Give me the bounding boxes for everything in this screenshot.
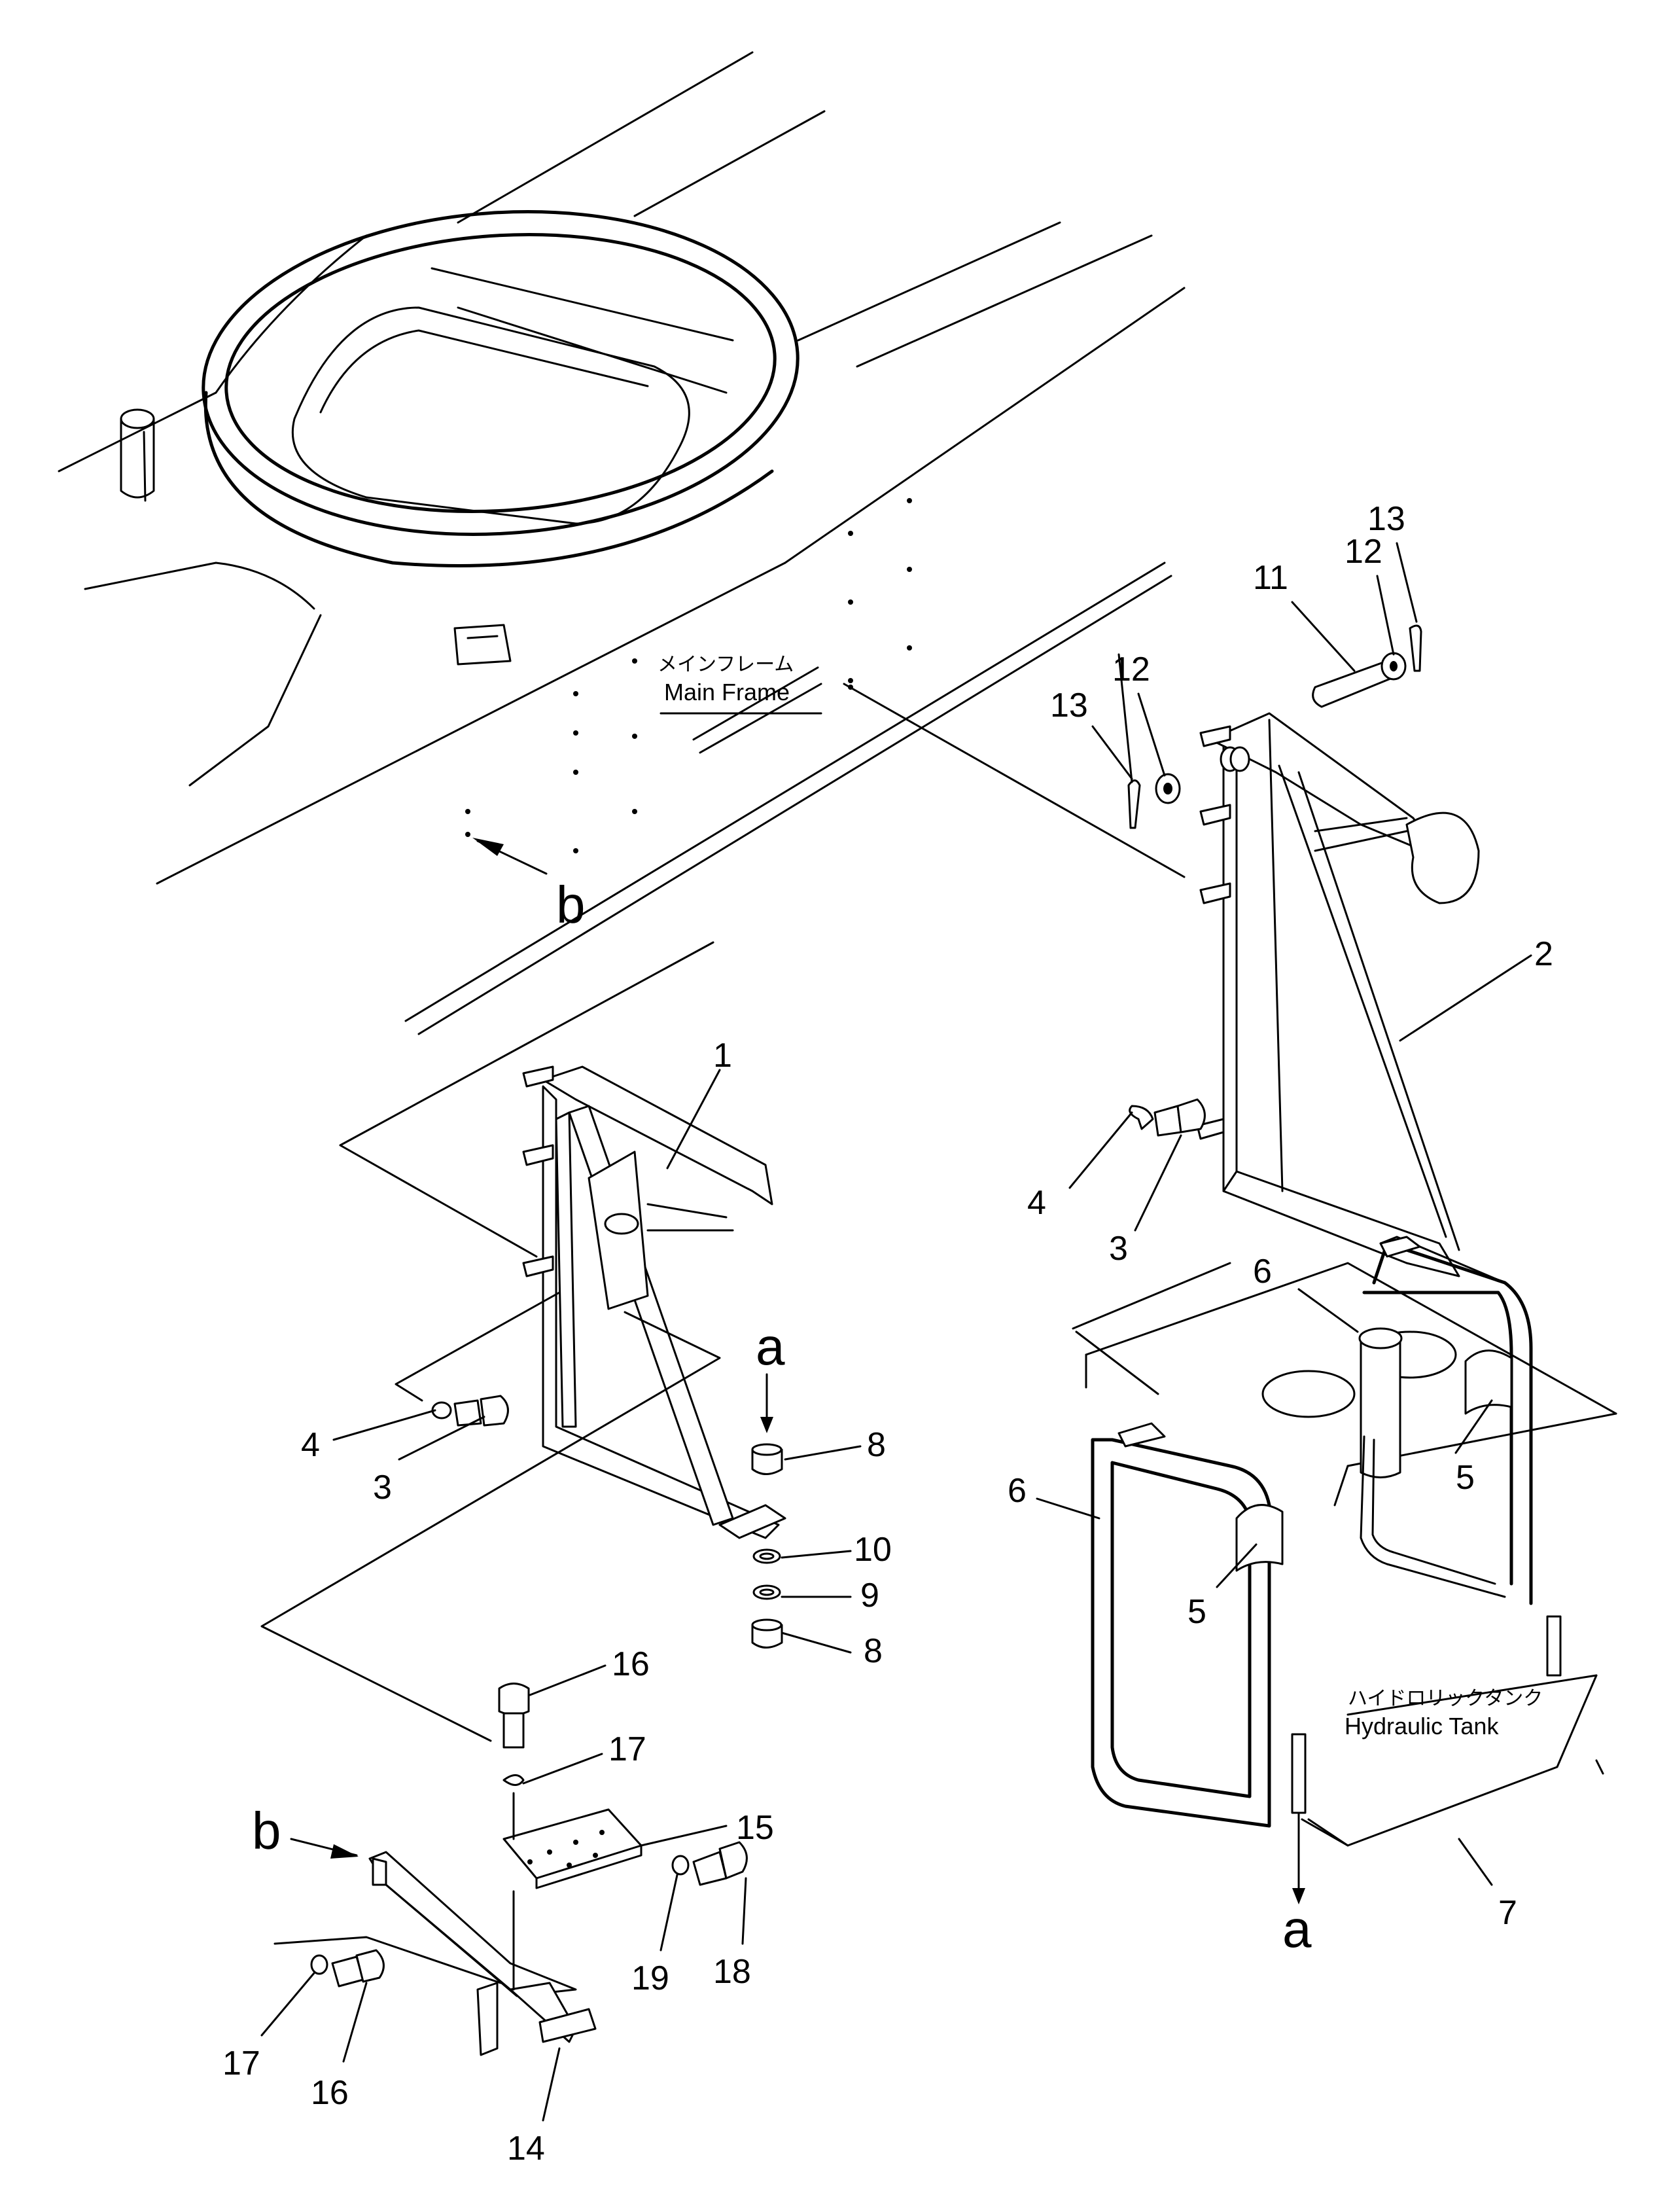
callout-3-left: 3 — [373, 1469, 392, 1507]
main-frame-label: メインフレーム Main Frame — [658, 654, 822, 715]
lower-stay-14 — [368, 1851, 597, 2056]
bolt-18 — [671, 1841, 748, 1886]
callout-13-lower: 13 — [1050, 687, 1088, 724]
callout-14: 14 — [507, 2130, 545, 2167]
callout-16-upper: 16 — [612, 1645, 650, 1683]
callout-6-left: 6 — [1008, 1472, 1027, 1510]
hydraulic-tank-label: ハイドロリックタンク Hydraulic Tank — [1345, 1688, 1543, 1739]
callout-17-upper: 17 — [608, 1730, 646, 1768]
bolt-3-left — [431, 1395, 509, 1427]
callout-numbers: 1 2 3 4 3 4 5 5 6 6 7 8 10 9 8 11 12 12 … — [222, 500, 1553, 2167]
callout-6-top: 6 — [1253, 1253, 1272, 1291]
bolt-3-right — [1129, 1098, 1206, 1137]
view-letters: a a b — [252, 1317, 1312, 1958]
main-frame-label-jp: メインフレーム — [658, 654, 794, 675]
callout-12-upper: 12 — [1345, 533, 1382, 571]
nut-stack — [751, 1373, 783, 1649]
callout-11: 11 — [1253, 559, 1288, 597]
view-b-upper: b — [472, 838, 586, 934]
callout-3-right: 3 — [1109, 1230, 1128, 1268]
view-a-label-upper: a — [756, 1317, 785, 1376]
bracket-1-guide-lines — [260, 941, 1231, 1742]
lower-stay-guide-lines — [273, 1838, 502, 1984]
callout-4-right: 4 — [1027, 1184, 1046, 1222]
plate-15 — [502, 1808, 642, 1889]
callout-16-lower: 16 — [311, 2074, 349, 2112]
washer-19 — [671, 1855, 690, 1876]
view-b-label-upper: b — [556, 876, 586, 934]
bolt-16-lower — [310, 1949, 385, 1988]
cotter-pin-13-lower — [1127, 779, 1141, 829]
washer-17-lower — [310, 1954, 328, 1975]
callout-19: 19 — [631, 1959, 669, 1997]
callout-9: 9 — [860, 1577, 879, 1614]
callout-8-upper: 8 — [867, 1426, 886, 1464]
callout-10: 10 — [854, 1531, 892, 1569]
frame-leader-line — [843, 683, 1186, 878]
callout-15: 15 — [736, 1809, 774, 1847]
leader-lines — [260, 542, 1532, 2122]
view-a-label-lower: a — [1282, 1900, 1312, 1958]
callout-5-front: 5 — [1187, 1593, 1206, 1631]
bolt-16-upper — [498, 1683, 530, 1991]
washer-9 — [752, 1584, 781, 1600]
bracket-14-clip — [538, 2008, 597, 2043]
callout-7: 7 — [1498, 1894, 1517, 1932]
pad-5-front — [1235, 1504, 1284, 1572]
callout-17-lower: 17 — [222, 2044, 260, 2082]
callout-1: 1 — [713, 1037, 732, 1075]
pad-5-rear — [1464, 1349, 1513, 1415]
main-frame-label-en: Main Frame — [664, 679, 790, 705]
callout-4-left: 4 — [301, 1426, 320, 1464]
washer-10 — [752, 1548, 781, 1564]
callout-18: 18 — [713, 1953, 751, 1991]
hydraulic-tank-label-en: Hydraulic Tank — [1345, 1713, 1499, 1739]
callout-2: 2 — [1534, 935, 1553, 973]
washer-17-upper — [502, 1774, 525, 1786]
callout-12-lower: 12 — [1112, 651, 1150, 688]
main-frame-drawing — [58, 51, 1186, 1035]
callout-5-rear: 5 — [1456, 1459, 1475, 1497]
callout-13-upper: 13 — [1367, 500, 1405, 538]
bracket-1 — [522, 1065, 786, 1539]
view-b-label-lower: b — [252, 1802, 281, 1860]
callout-8-lower: 8 — [864, 1632, 883, 1670]
cotter-pin-13-upper — [1409, 624, 1422, 672]
bracket-2 — [1196, 712, 1480, 1277]
hydraulic-tank-label-jp: ハイドロリックタンク — [1348, 1688, 1543, 1709]
hydraulic-tank — [1085, 1236, 1617, 1904]
